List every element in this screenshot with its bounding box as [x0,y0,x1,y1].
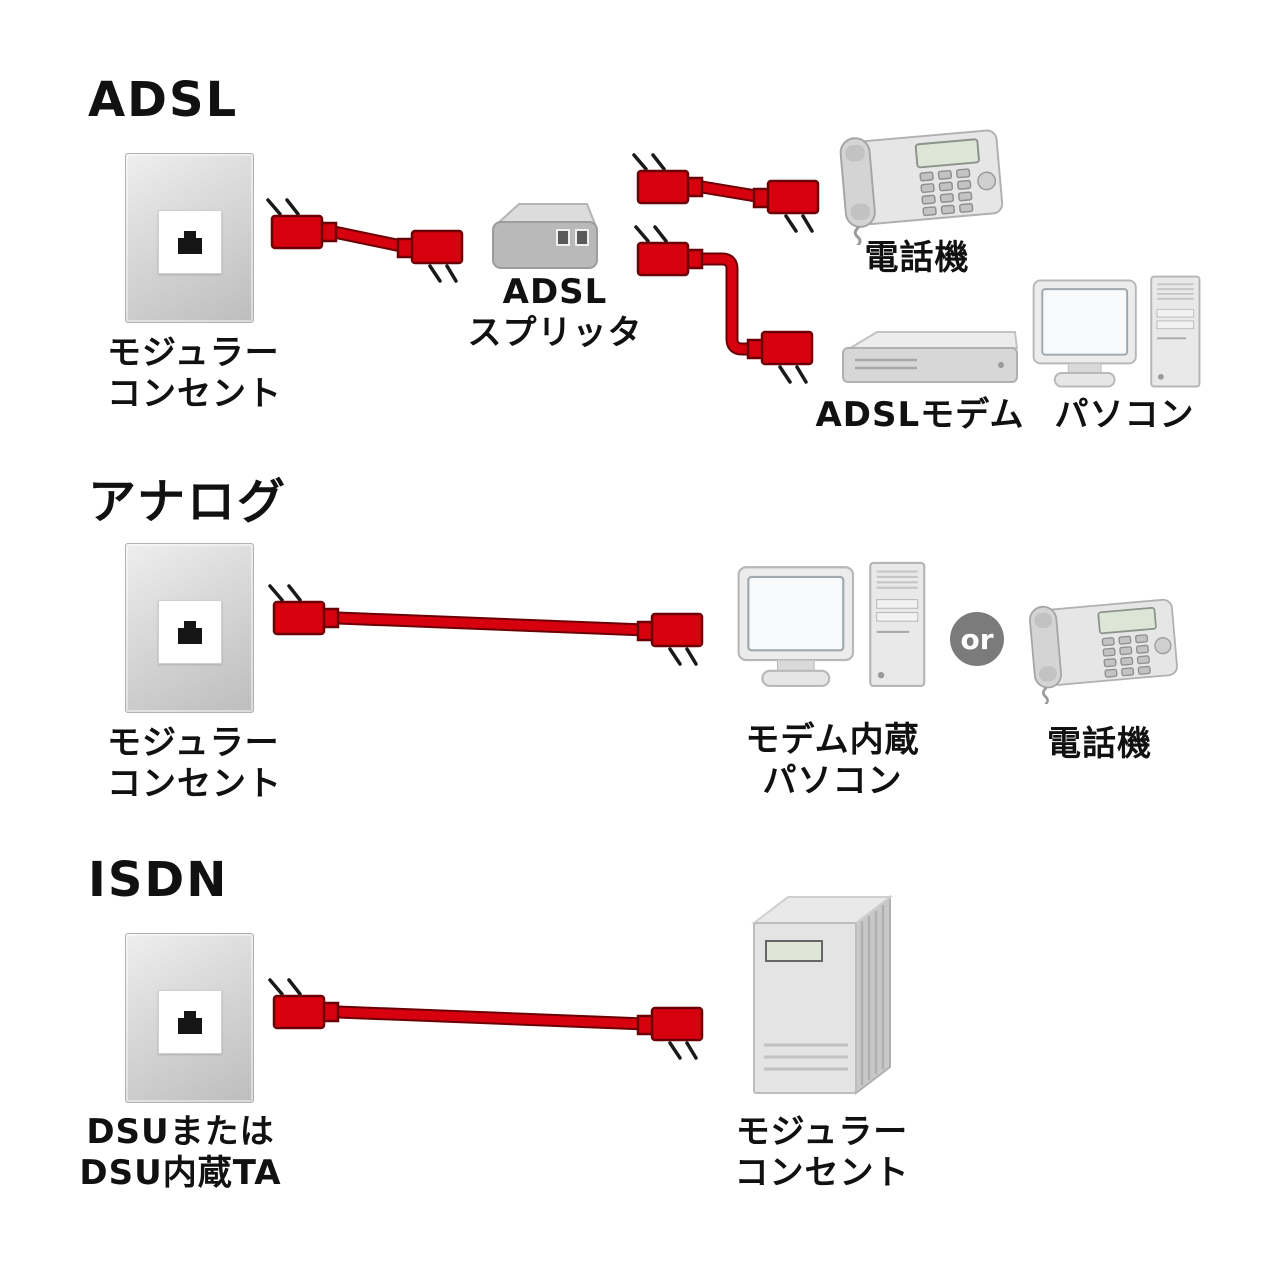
phone-label-adsl: 電話機 [864,238,970,278]
splitter-front-face [492,221,598,269]
phone-cord [1041,686,1049,704]
pc-device-adsl [1032,275,1201,388]
modular-jack-socket [158,600,222,664]
rj11-plug [636,241,690,277]
pc-tower [869,561,926,687]
pc-monitor-screen [747,575,845,652]
pc-tower-vents [876,570,918,589]
phone-label-analog: 電話機 [1047,724,1152,764]
plug-latch-ticks [632,153,666,171]
phone-lcd-screen [914,138,980,169]
adsl-splitter-device [492,203,598,269]
phone-keypad [1101,634,1151,678]
pc-drive-bay [876,612,919,622]
cable-splitter-to-modem [634,225,814,384]
pc-tower-vents [1157,283,1194,300]
pc-monitor-neck [776,659,815,672]
plug-latch-ticks [668,1041,698,1060]
modular-outlet-analog [125,543,254,713]
plug-latch-ticks [634,225,668,243]
plug-latch-ticks [268,584,302,602]
rj11-plug [650,1006,704,1042]
cable-outlet-to-pc [268,584,704,666]
rj11-plug [650,612,704,648]
isdn-section-title: ISDN [88,852,229,908]
plug-latch-ticks [266,198,300,216]
pc-monitor-base [1053,372,1116,388]
terminal-front-grooves [764,1043,848,1071]
terminal-lcd-screen [765,940,823,962]
pc-monitor-base [761,669,831,688]
cable-splitter-to-phone [632,153,820,233]
plug-latch-ticks [668,647,698,666]
isdn-terminal-device [751,894,893,1096]
pc-drive-bay [1156,308,1195,318]
pc-monitor-screen [1041,288,1129,356]
cable-outlet-to-terminal [268,978,704,1060]
pc-power-button [1158,373,1164,380]
rj11-plug [272,994,326,1030]
or-badge: or [950,612,1004,666]
splitter-port-icon [556,229,570,246]
modular-jack-socket [158,990,222,1054]
rj11-plug [272,600,326,636]
modular-outlet-isdn [125,933,254,1103]
dsu-label: DSUまたは DSU内蔵TA [79,1112,282,1193]
modem-led [998,362,1004,368]
modular-jack-icon [178,231,202,254]
modem-front-face [842,347,1018,383]
modular-jack-socket [158,210,222,274]
pc-monitor-neck [1067,362,1102,374]
terminal-side-vents [860,905,885,1085]
modular-jack-icon [178,1011,202,1034]
rj11-plug [766,179,820,215]
rj11-plug [270,214,324,250]
pc-tower [1150,275,1201,388]
outlet-label-adsl: モジュラー コンセント [107,333,282,414]
pc-label-adsl: パソコン [1054,395,1195,435]
rj11-plug [636,169,690,205]
outlet-label-analog: モジュラー コンセント [107,723,282,804]
modular-jack-icon [178,621,202,644]
phone-cord [853,225,862,245]
pc-power-button [877,671,885,679]
telephone-device-analog [1029,598,1178,704]
plug-latch-ticks [428,264,458,283]
adsl-modem-device [842,331,1019,383]
pc-drive-bay [876,599,919,609]
rj11-plug [760,330,814,366]
plug-latch-ticks [778,365,808,384]
plug-latch-ticks [784,214,814,233]
modem-label: ADSLモデム [815,395,1025,435]
cable-outlet-to-splitter [266,198,464,283]
splitter-port-icon [575,229,589,246]
phone-dial-button [977,171,997,191]
phone-dial-button [1154,637,1172,655]
terminal-front-face [753,922,857,1094]
telephone-device-adsl [839,129,1004,245]
pc-device-analog [737,561,926,688]
phone-lcd-screen [1097,606,1157,635]
outlet-label-isdn: モジュラー コンセント [734,1112,910,1193]
analog-section-title: アナログ [88,474,288,530]
pc-drive-bay [1156,320,1195,330]
splitter-label: ADSL スプリッタ [467,272,643,353]
modular-outlet-adsl [125,153,254,323]
phone-keypad [919,168,974,217]
pc-label-analog: モデム内蔵 パソコン [745,720,920,801]
adsl-section-title: ADSL [88,72,239,128]
rj11-plug [410,229,464,265]
plug-latch-ticks [268,978,302,996]
